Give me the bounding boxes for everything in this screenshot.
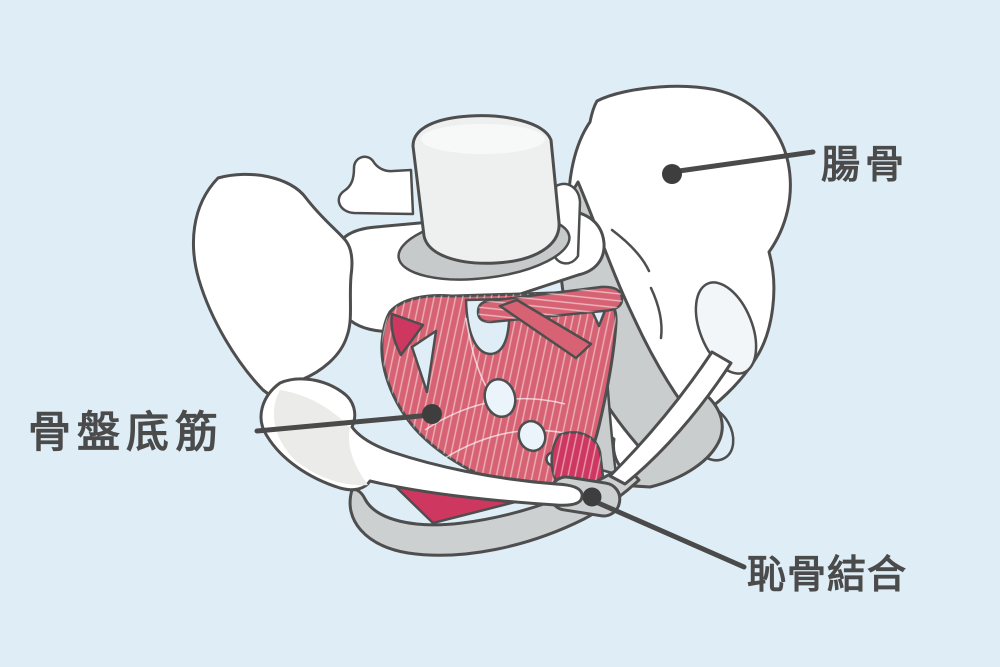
muscle-band-diagonal bbox=[498, 298, 593, 360]
left-transverse-process bbox=[337, 155, 415, 216]
right-pubic-ramus-bone bbox=[608, 350, 733, 486]
lumbar-vertebra bbox=[411, 114, 561, 265]
deep-muscle-striations bbox=[551, 432, 603, 487]
bone-shading bbox=[273, 390, 368, 486]
ischial-arch bbox=[348, 463, 641, 557]
muscle-opening-2 bbox=[517, 419, 547, 453]
marker-dot-ilium bbox=[662, 164, 682, 184]
deep-muscle-wedge bbox=[390, 312, 425, 357]
marker-dot-pelvic-floor bbox=[422, 404, 442, 424]
leader-line-pelvic-floor bbox=[254, 412, 434, 434]
leader-line-ilium bbox=[676, 149, 816, 174]
muscle-gap-left bbox=[410, 329, 438, 394]
annotation-pelvic-floor: 骨盤底筋 bbox=[28, 404, 442, 457]
annotation-ilium: 腸骨 bbox=[662, 144, 909, 187]
left-ilium-wing bbox=[191, 172, 354, 404]
annotation-pubic-symphysis: 恥骨結合 bbox=[582, 487, 907, 597]
label-ilium: 腸骨 bbox=[821, 144, 909, 187]
fossa-crest-lines bbox=[610, 228, 663, 340]
label-pelvic-floor: 骨盤底筋 bbox=[28, 409, 224, 457]
pelvic-floor-muscle-group bbox=[380, 285, 624, 496]
leader-line-pubic-symphysis bbox=[593, 499, 747, 570]
vertebra-top-highlight bbox=[421, 124, 545, 154]
marker-dot-pubic-symphysis bbox=[582, 487, 602, 507]
muscle-opening-1 bbox=[483, 377, 517, 419]
sciatic-notch-opening bbox=[694, 281, 758, 375]
label-pubic-symphysis: 恥骨結合 bbox=[747, 554, 907, 597]
